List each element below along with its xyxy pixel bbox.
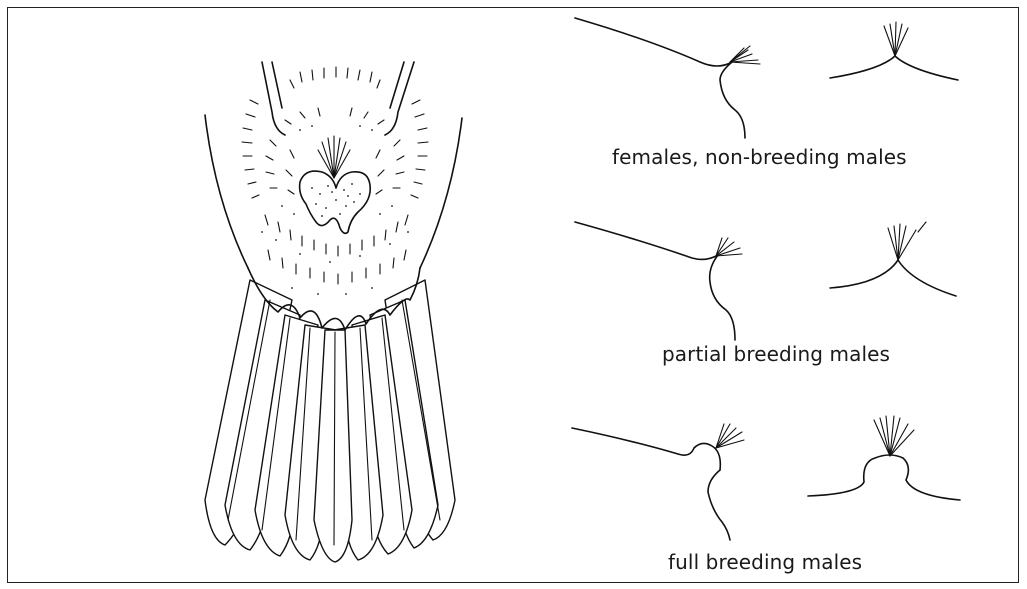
cloaca <box>300 171 371 233</box>
bird-underside-illustration <box>205 62 462 562</box>
tail-feathers <box>205 280 455 562</box>
body-left-edge <box>205 115 248 268</box>
caption-partial-breeding: partial breeding males <box>662 342 890 366</box>
caption-nonbreeding: females, non-breeding males <box>612 145 907 169</box>
profile-view-partial <box>575 222 742 340</box>
caption-full-breeding: full breeding males <box>668 550 862 574</box>
profile-view-full <box>572 424 744 540</box>
front-view-partial <box>830 222 956 296</box>
profile-view-nonbreeding <box>575 18 760 138</box>
front-view-nonbreeding <box>830 22 958 80</box>
body-right-edge <box>420 118 462 268</box>
front-view-full <box>808 416 960 500</box>
